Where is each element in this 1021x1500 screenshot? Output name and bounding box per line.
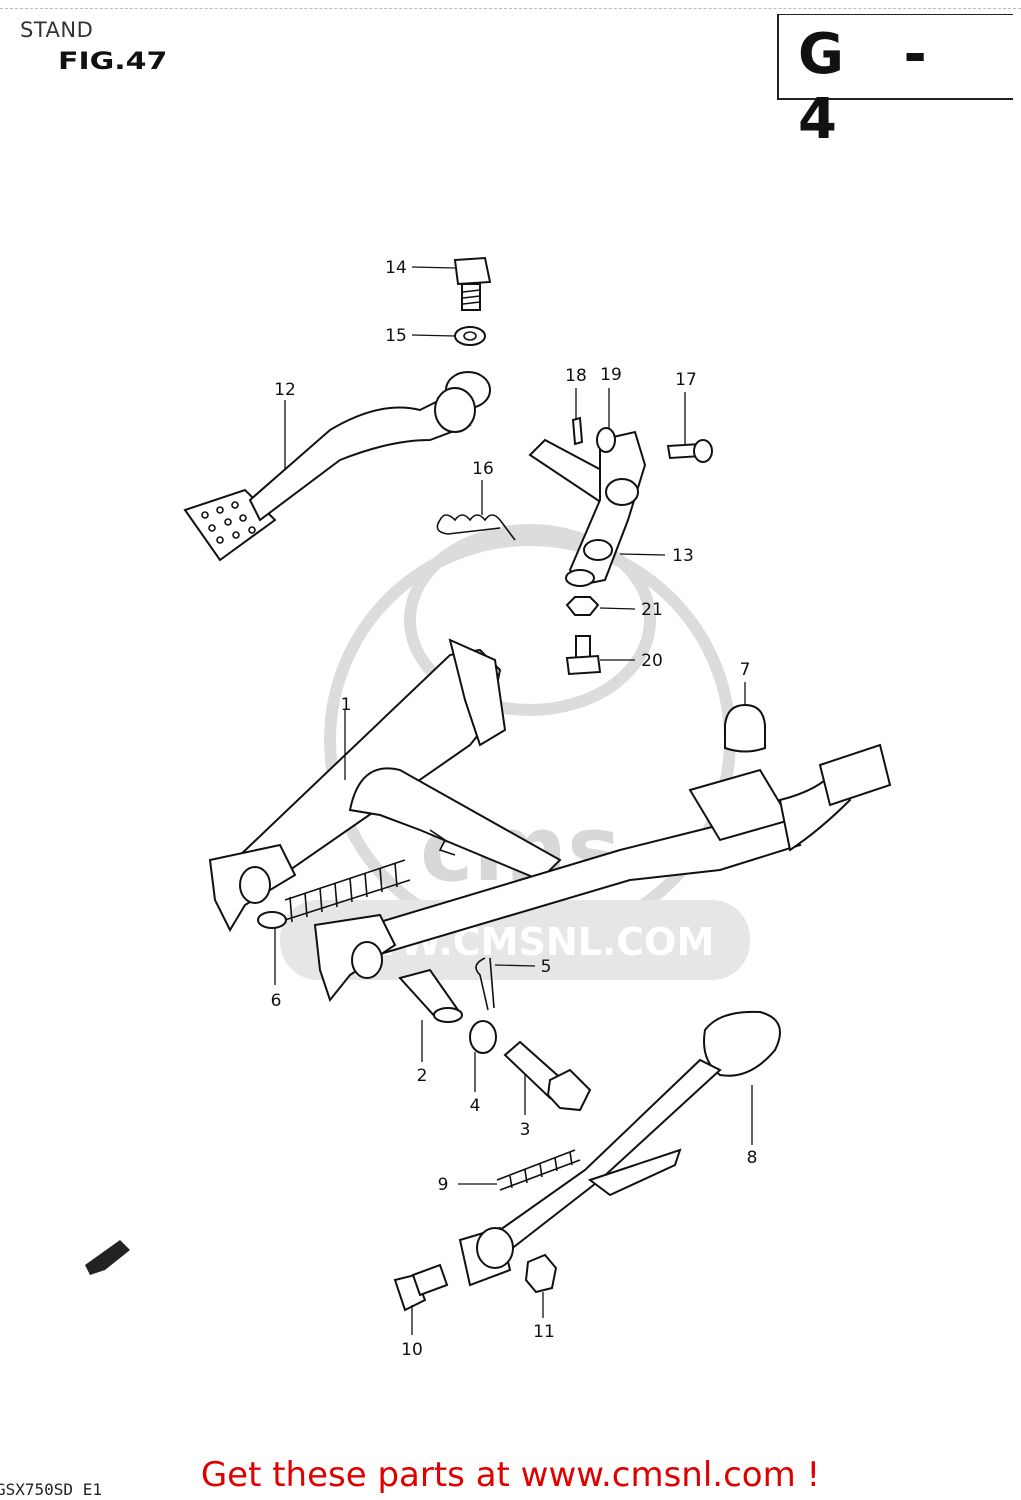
watermark-figure: [404, 524, 656, 716]
callout-4: 4: [470, 1096, 481, 1116]
callout-13: 13: [672, 546, 694, 566]
parts-link[interactable]: Get these parts at www.cmsnl.com !: [200, 1455, 821, 1495]
callout-3: 3: [520, 1120, 531, 1140]
part-17-pin: [666, 439, 713, 463]
callout-18: 18: [565, 366, 587, 386]
diagram-code-box: [777, 14, 1013, 100]
part-10-bolt: [393, 1263, 449, 1312]
part-2-sleeve: [398, 968, 463, 1023]
callout-12: 12: [274, 380, 296, 400]
diagram-code: G - 4: [798, 22, 933, 152]
model-code: GSX750SD E1: [0, 1480, 102, 1499]
callout-8: 8: [747, 1148, 758, 1168]
part-12-brake-pedal: [183, 371, 491, 562]
part-21-nut: [565, 596, 600, 616]
part-20-bolt: [565, 635, 602, 676]
leader-lines: [274, 266, 753, 1335]
callout-14: 14: [385, 258, 407, 278]
part-3-bolt: [503, 1040, 592, 1112]
figure-label: FIG.47: [58, 47, 168, 75]
part-16-spring: [436, 514, 516, 541]
callout-15: 15: [385, 326, 407, 346]
callout-labels: 1 2 3 4 5 6 7 8 9 10 11 12 13 14 15 16 1…: [271, 258, 758, 1360]
section-title: STAND: [20, 18, 94, 42]
part-18-pin: [571, 416, 584, 446]
callout-11: 11: [533, 1322, 555, 1342]
stand-spring: [284, 859, 411, 923]
callout-20: 20: [641, 651, 663, 671]
callout-7: 7: [740, 660, 751, 680]
callout-2: 2: [417, 1066, 428, 1086]
part-15-washer: [454, 326, 486, 346]
part-14-bolt: [453, 256, 492, 311]
callout-5: 5: [541, 957, 552, 977]
part-8-side-stand: [458, 1010, 781, 1287]
part-6-washer: [257, 911, 287, 929]
callout-10: 10: [401, 1340, 423, 1360]
part-11-nut: [524, 1253, 558, 1294]
front-arrow-icon: [85, 1240, 130, 1275]
callout-6: 6: [271, 991, 282, 1011]
callout-19: 19: [600, 365, 622, 385]
part-19-washer: [596, 427, 616, 453]
callout-16: 16: [472, 459, 494, 479]
callout-1: 1: [341, 695, 352, 715]
part-13-brake-arm: [528, 430, 647, 587]
part-9-spring: [496, 1149, 581, 1191]
top-border: [0, 8, 1021, 9]
part-5-clip: [475, 957, 495, 1011]
callout-21: 21: [641, 600, 663, 620]
callout-9: 9: [438, 1175, 449, 1195]
part-7-cap: [724, 703, 766, 753]
part-4-washer: [469, 1020, 497, 1054]
part-1-center-stand: [208, 638, 892, 1003]
callout-17: 17: [675, 370, 697, 390]
